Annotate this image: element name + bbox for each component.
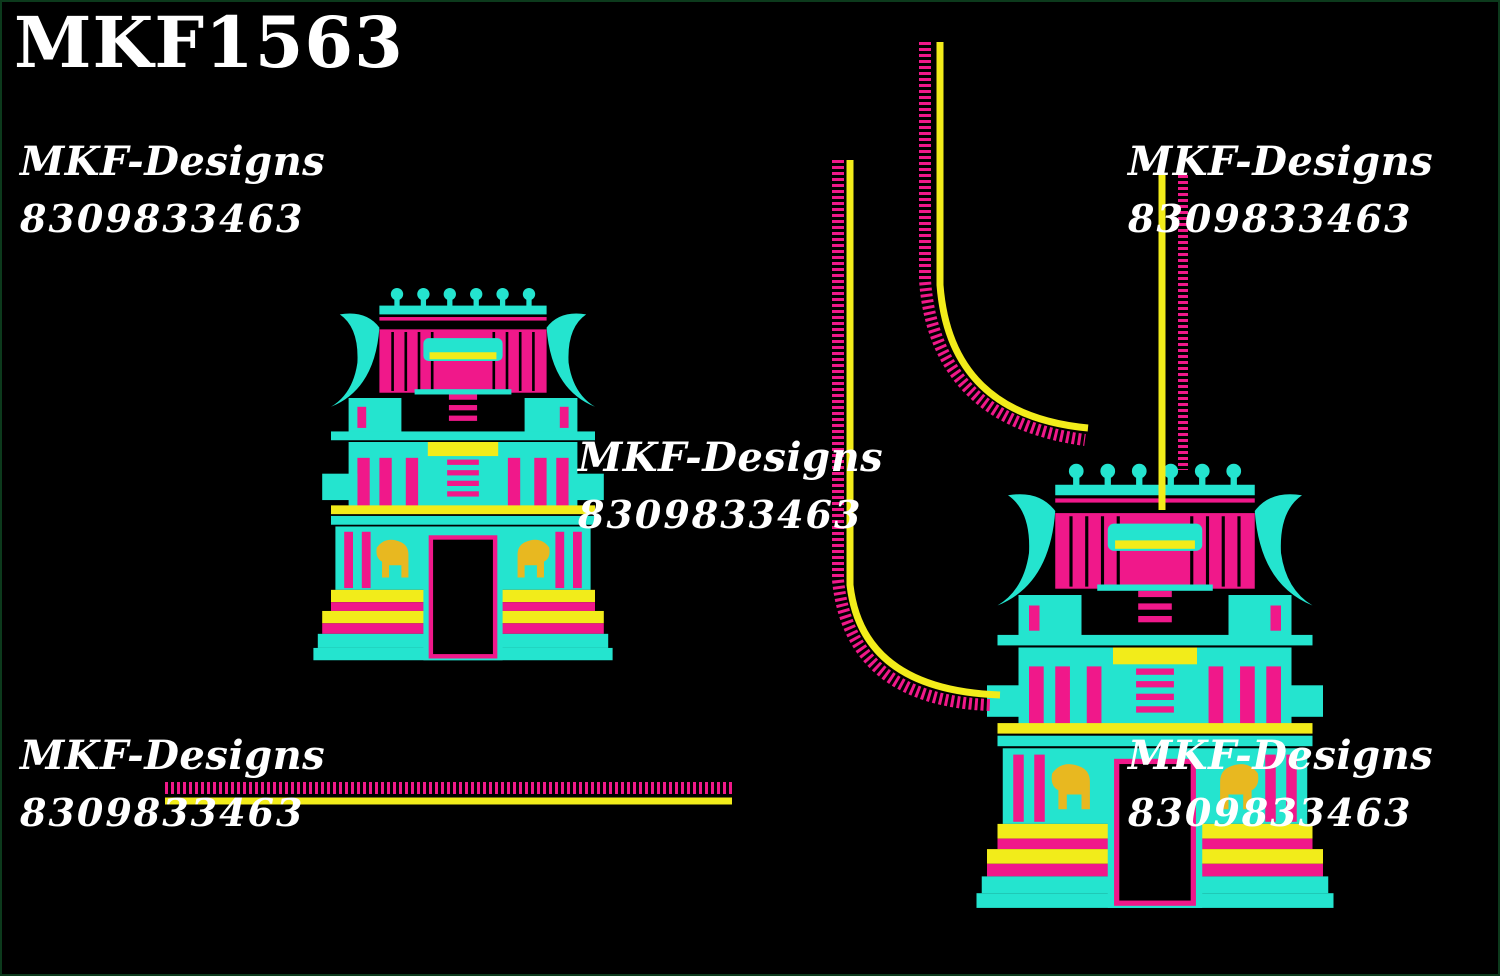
watermark: MKF-Designs 8309833463 [1128, 137, 1433, 243]
watermark: MKF-Designs 8309833463 [20, 731, 325, 837]
watermark-brand: MKF-Designs [1128, 138, 1434, 185]
neckline-border-curve [936, 42, 1089, 432]
temple-gopuram-motif [974, 462, 1336, 910]
watermark-phone: 8309833463 [1128, 196, 1413, 241]
watermark: MKF-Designs 8309833463 [1128, 731, 1433, 837]
watermark-brand: MKF-Designs [1128, 732, 1434, 779]
neckline-border-curve [919, 42, 1086, 446]
design-code: MKF1563 [14, 1, 404, 84]
watermark-brand: MKF-Designs [20, 138, 326, 185]
neckline-border-curve [846, 160, 1001, 699]
watermark-phone: 8309833463 [20, 196, 305, 241]
temple-gopuram-motif [312, 286, 614, 662]
watermark-phone: 8309833463 [1128, 790, 1413, 835]
watermark-brand: MKF-Designs [578, 434, 884, 481]
neckline-border-curve [832, 160, 991, 711]
watermark-phone: 8309833463 [578, 492, 863, 537]
watermark-phone: 8309833463 [20, 790, 305, 835]
watermark: MKF-Designs 8309833463 [578, 433, 883, 539]
watermark-brand: MKF-Designs [20, 732, 326, 779]
watermark: MKF-Designs 8309833463 [20, 137, 325, 243]
